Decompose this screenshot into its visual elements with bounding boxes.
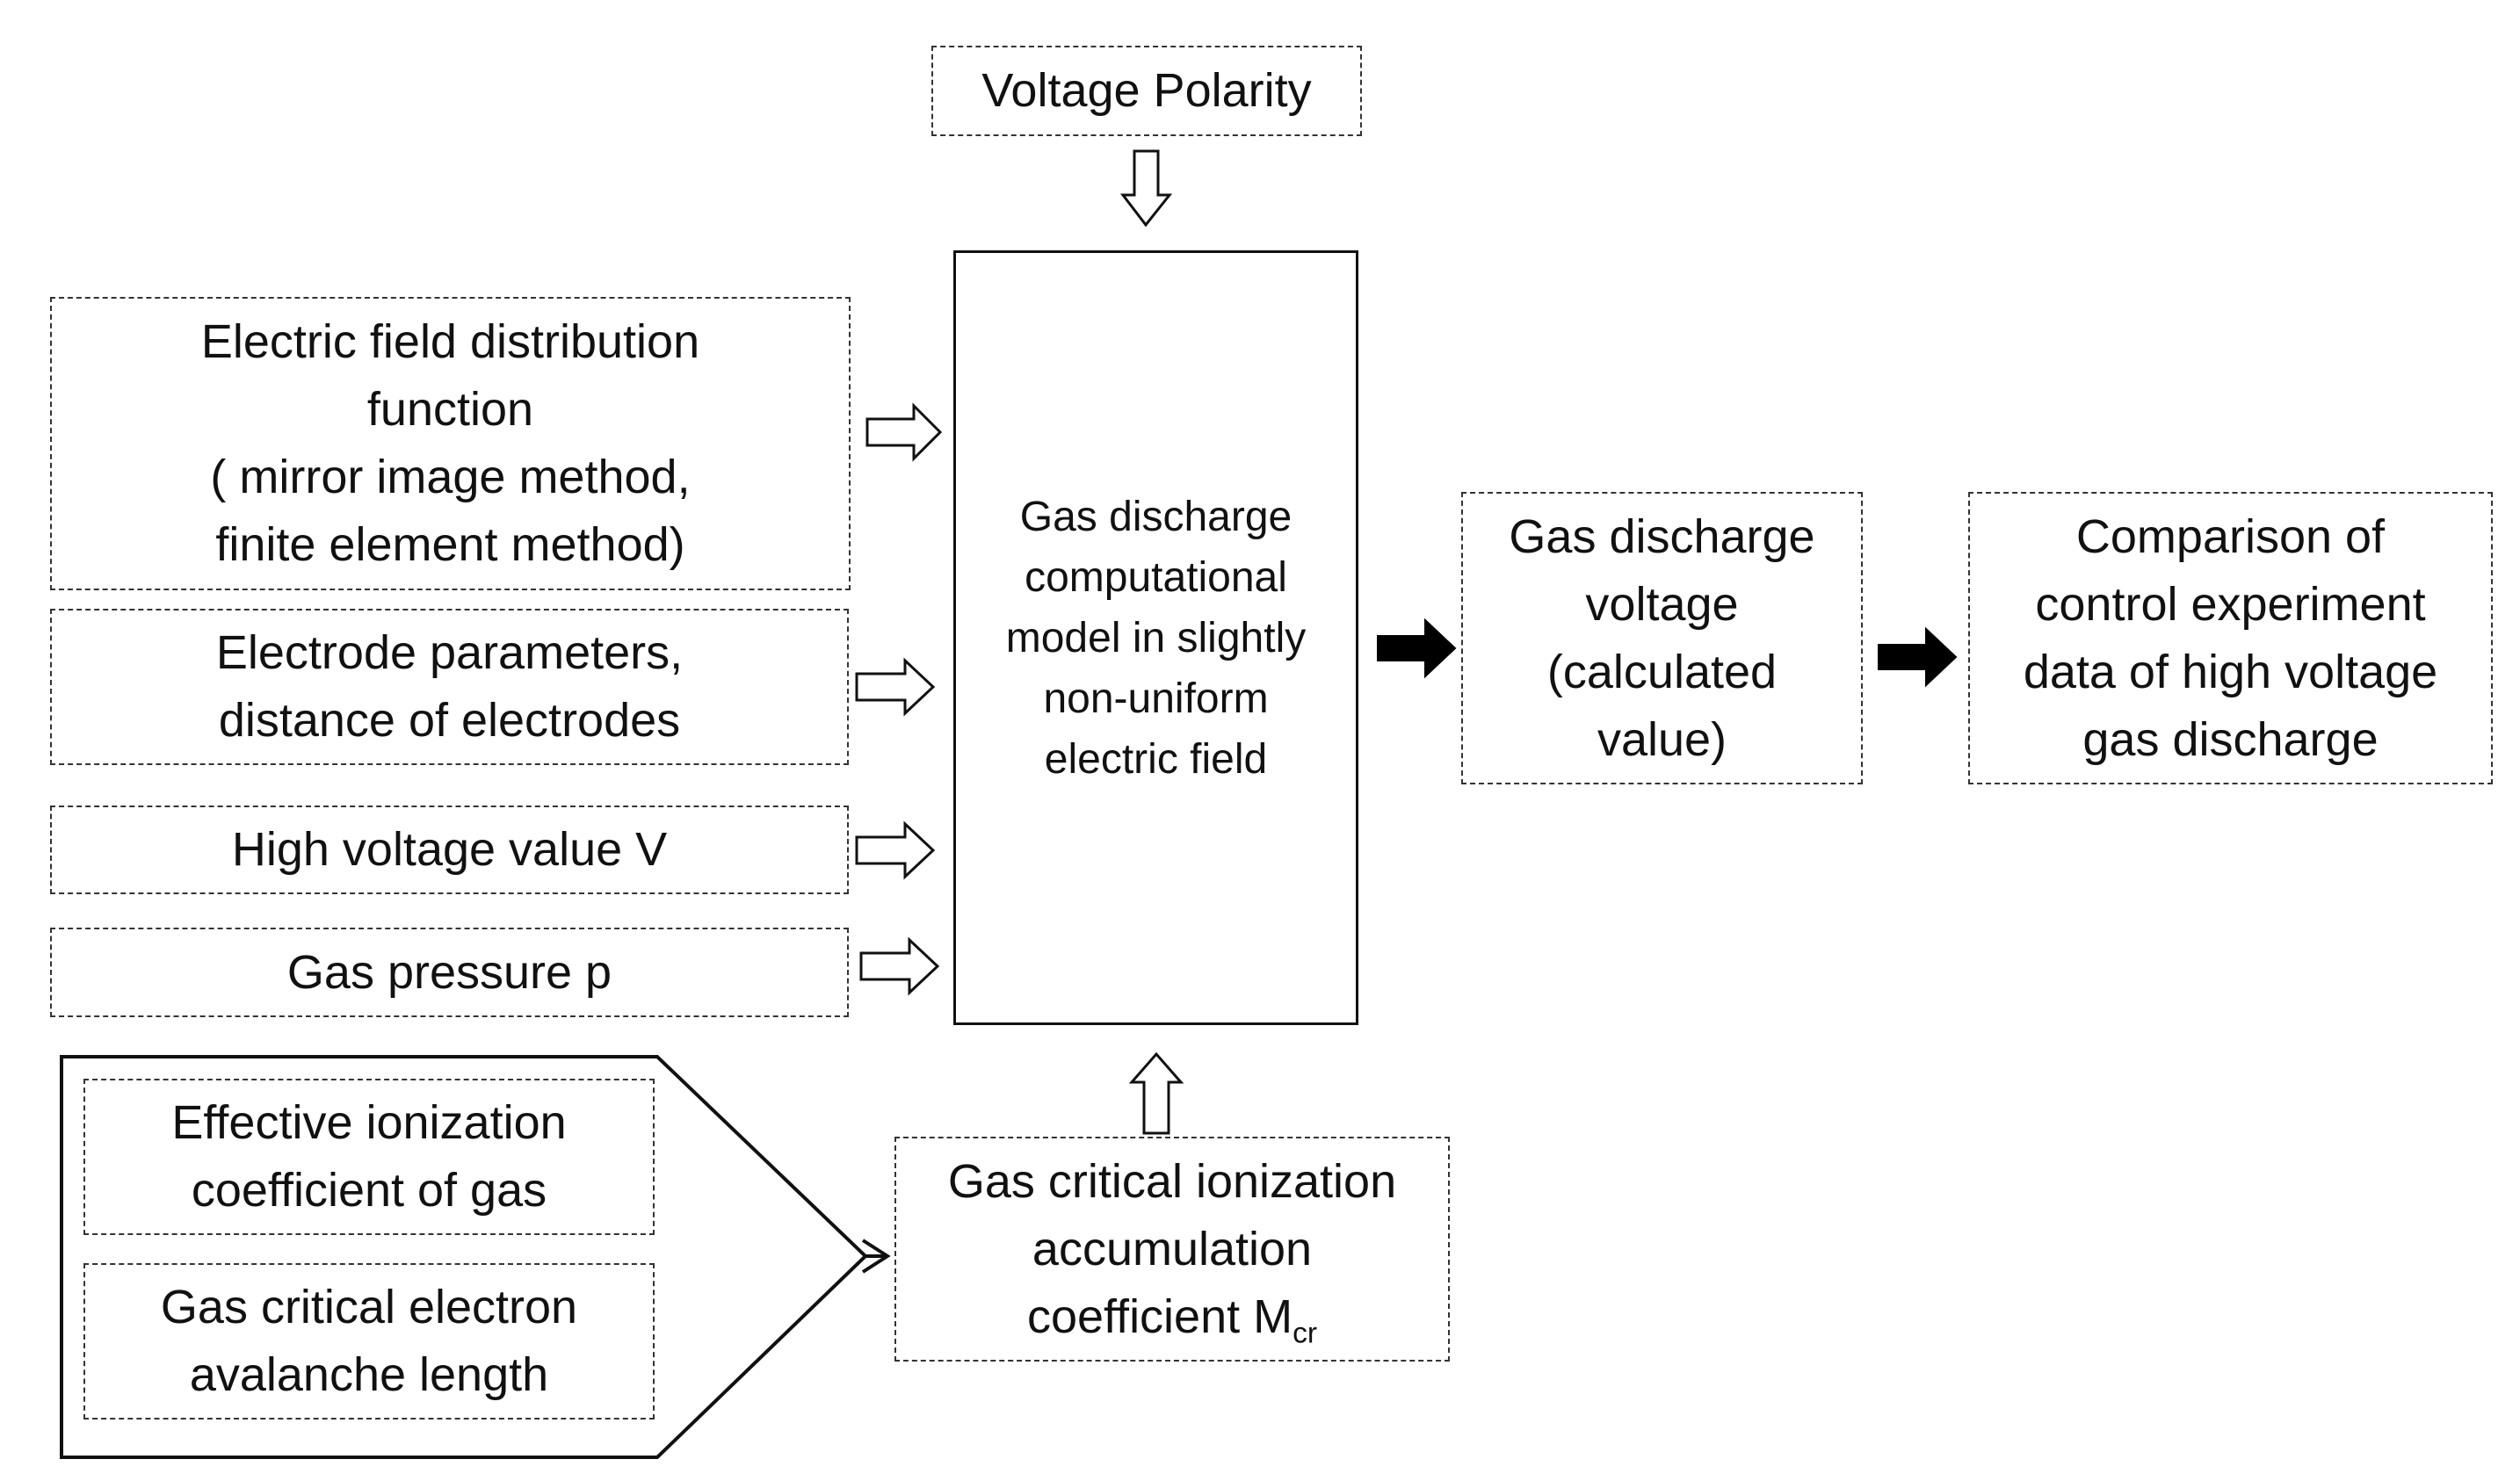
result-line-2: voltage <box>1585 577 1739 631</box>
model-line-2: computational <box>1025 553 1287 601</box>
voltage-polarity-box: Voltage Polarity <box>931 46 1362 136</box>
field-distribution-line-1: Electric field distribution <box>200 315 700 368</box>
accumulation-line-3: coefficient Mcr <box>1027 1283 1317 1351</box>
solid-arrow-to-comparison <box>1878 626 1958 688</box>
field-distribution-box: Electric field distribution function ( m… <box>50 297 851 590</box>
voltage-polarity-label: Voltage Polarity <box>981 64 1312 117</box>
accumulation-subscript: cr <box>1293 1317 1318 1350</box>
comparison-box: Comparison of control experiment data of… <box>1968 492 2493 784</box>
field-distribution-line-3: ( mirror image method, <box>210 451 691 503</box>
model-line-1: Gas discharge <box>1019 493 1293 540</box>
high-voltage-label: High voltage value V <box>231 823 668 876</box>
electrode-parameters-box: Electrode parameters, distance of electr… <box>50 609 849 765</box>
comparison-line-1: Comparison of <box>2075 509 2386 563</box>
electrode-line-1: Electrode parameters, <box>215 626 684 679</box>
model-line-5: electric field <box>1044 735 1268 783</box>
electrode-line-2: distance of electrodes <box>218 694 681 747</box>
ionization-coefficient-box: Effective ionization coefficient of gas <box>83 1079 655 1235</box>
solid-arrow-to-result <box>1377 618 1457 679</box>
comparison-line-2: control experiment <box>2035 577 2426 631</box>
group-outline <box>60 1055 868 1459</box>
comparison-line-3: data of high voltage <box>2023 645 2438 698</box>
right-hollow-arrow-pressure <box>859 936 940 996</box>
field-distribution-line-2: function <box>366 383 534 436</box>
comparison-line-4: gas discharge <box>2082 712 2379 766</box>
right-hollow-arrow-electrode <box>855 657 936 717</box>
ionization-line-2: coefficient of gas <box>191 1164 547 1217</box>
avalanche-line-1: Gas critical electron <box>160 1281 578 1333</box>
down-hollow-arrow <box>1119 149 1173 228</box>
gas-pressure-box: Gas pressure p <box>50 928 849 1017</box>
right-hollow-arrow-voltage <box>855 820 936 880</box>
accumulation-line-1: Gas critical ionization <box>947 1154 1397 1208</box>
result-line-3: (calculated <box>1546 645 1778 698</box>
accumulation-line-3-text: coefficient M <box>1026 1290 1293 1343</box>
right-hollow-arrow-field <box>865 402 943 462</box>
accumulation-coefficient-box: Gas critical ionization accumulation coe… <box>894 1137 1450 1362</box>
accumulation-line-2: accumulation <box>1032 1222 1313 1275</box>
result-line-4: value) <box>1597 712 1727 766</box>
result-line-1: Gas discharge <box>1509 509 1815 563</box>
model-line-3: model in slightly <box>1005 614 1307 661</box>
high-voltage-box: High voltage value V <box>50 806 849 894</box>
discharge-voltage-box: Gas discharge voltage (calculated value) <box>1461 492 1863 784</box>
ionization-line-1: Effective ionization <box>171 1096 567 1149</box>
gas-pressure-label: Gas pressure p <box>286 945 612 999</box>
field-distribution-line-4: finite element method) <box>215 518 685 571</box>
group-arrowhead <box>861 1239 891 1274</box>
computational-model-box: Gas discharge computational model in sli… <box>953 250 1358 1025</box>
model-line-4: non-uniform <box>1043 675 1269 722</box>
up-hollow-arrow <box>1128 1051 1184 1135</box>
avalanche-line-2: avalanche length <box>189 1348 549 1401</box>
avalanche-length-box: Gas critical electron avalanche length <box>83 1263 655 1420</box>
